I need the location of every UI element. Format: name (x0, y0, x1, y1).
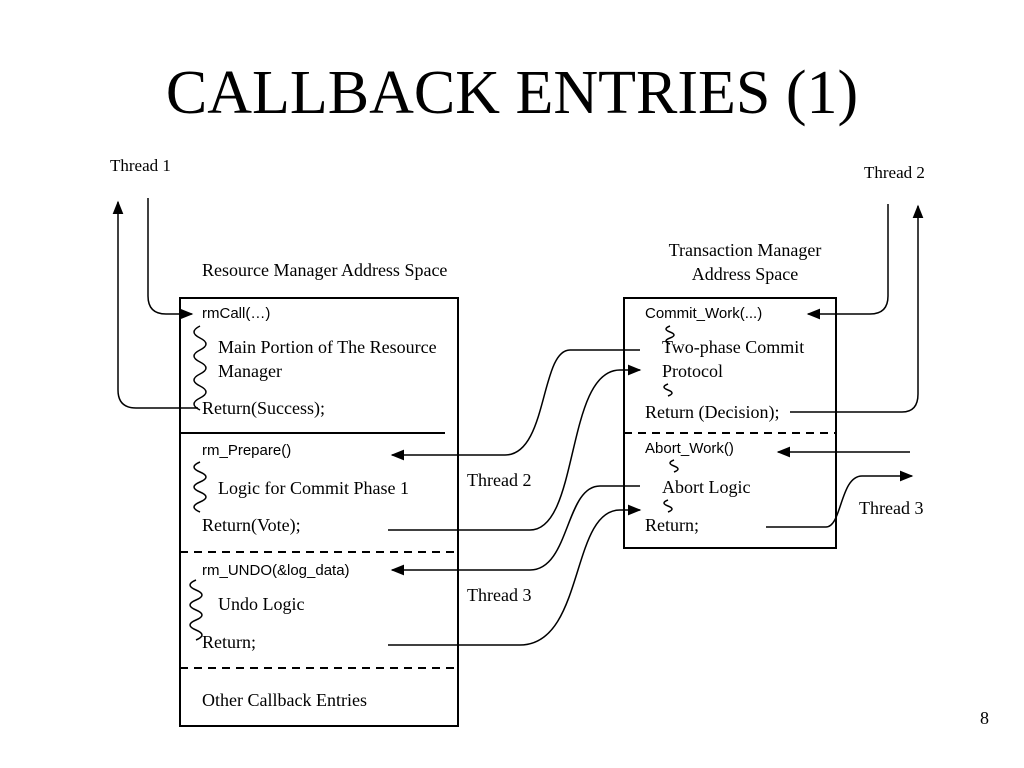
two-phase-line1: Two-phase Commit (662, 337, 804, 357)
transaction-manager-box (623, 297, 837, 549)
slide-title: CALLBACK ENTRIES (1) (165, 59, 859, 127)
tm-heading-line2: Address Space (692, 264, 798, 284)
commit-work-entry: Commit_Work(...) (645, 305, 762, 322)
rm-heading: Resource Manager Address Space (202, 260, 447, 280)
vote-return-arrow (388, 364, 642, 531)
undo-call-arrow (390, 485, 640, 576)
logic-phase1: Logic for Commit Phase 1 (218, 478, 409, 498)
thread3-right-label: Thread 3 (859, 498, 923, 518)
tm-return: Return; (645, 515, 699, 535)
rm-undo-entry: rm_UNDO(&log_data) (202, 562, 350, 579)
squiggle-protocol (663, 383, 673, 397)
thread1-call-arrow (147, 198, 194, 320)
squiggle-main (193, 325, 207, 411)
thread1-label: Thread 1 (110, 156, 171, 175)
thread3-mid-label: Thread 3 (467, 585, 531, 605)
return-vote: Return(Vote); (202, 515, 301, 536)
thread2-call-arrow (806, 204, 889, 320)
return-decision: Return (Decision); (645, 402, 779, 423)
thread1-return-arrow (112, 200, 198, 409)
rmcall-entry: rmCall(…) (202, 305, 270, 322)
squiggle-commit (665, 325, 675, 345)
thread2-top-label: Thread 2 (864, 163, 925, 182)
squiggle-abort-2 (663, 499, 673, 513)
prepare-call-arrow (390, 349, 640, 461)
page-number: 8 (980, 708, 989, 728)
other-callback-entries: Other Callback Entries (202, 690, 367, 710)
undo-return-arrow (388, 504, 642, 646)
thread2-return-arrow (790, 204, 924, 413)
rm-return: Return; (202, 632, 256, 652)
abort-return-arrow (766, 470, 914, 528)
undo-logic: Undo Logic (218, 594, 304, 614)
abort-logic: Abort Logic (662, 477, 750, 497)
squiggle-prepare (193, 461, 207, 513)
main-portion-line1: Main Portion of The Resource (218, 337, 437, 357)
two-phase-line2: Protocol (662, 361, 723, 381)
main-portion-line2: Manager (218, 361, 282, 381)
thread2-mid-label: Thread 2 (467, 470, 531, 490)
squiggle-undo (189, 579, 203, 641)
resource-manager-box (179, 297, 459, 727)
abort-work-entry: Abort_Work() (645, 440, 734, 457)
rm-prepare-entry: rm_Prepare() (202, 442, 291, 459)
squiggle-abort-1 (669, 459, 679, 473)
return-success: Return(Success); (202, 398, 325, 419)
tm-heading-line1: Transaction Manager (669, 240, 822, 260)
